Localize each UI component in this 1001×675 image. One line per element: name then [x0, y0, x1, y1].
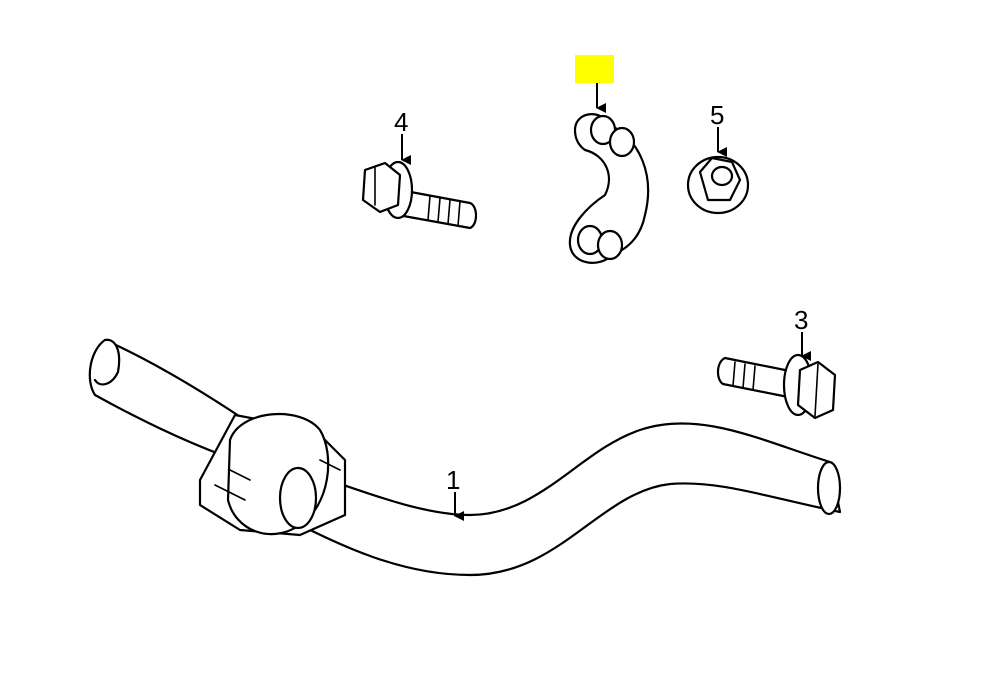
callout-label-4: 4	[394, 107, 408, 137]
callout-label-3: 3	[794, 305, 808, 335]
callout-label-1: 1	[446, 465, 460, 495]
bushing-bracket	[198, 412, 347, 537]
callout-4: 4	[394, 107, 411, 165]
bolt-4[interactable]	[361, 160, 478, 230]
callout-3: 3	[794, 305, 811, 361]
callout-1: 1	[446, 465, 464, 521]
stabilizer-link[interactable]	[568, 113, 650, 264]
stabilizer-bar[interactable]	[88, 338, 842, 577]
bolt-3[interactable]	[716, 353, 837, 420]
nut-5[interactable]	[686, 155, 750, 215]
callout-2	[575, 55, 614, 113]
callout-5: 5	[710, 100, 727, 157]
highlight-box[interactable]	[575, 55, 614, 83]
callout-label-5: 5	[710, 100, 724, 130]
